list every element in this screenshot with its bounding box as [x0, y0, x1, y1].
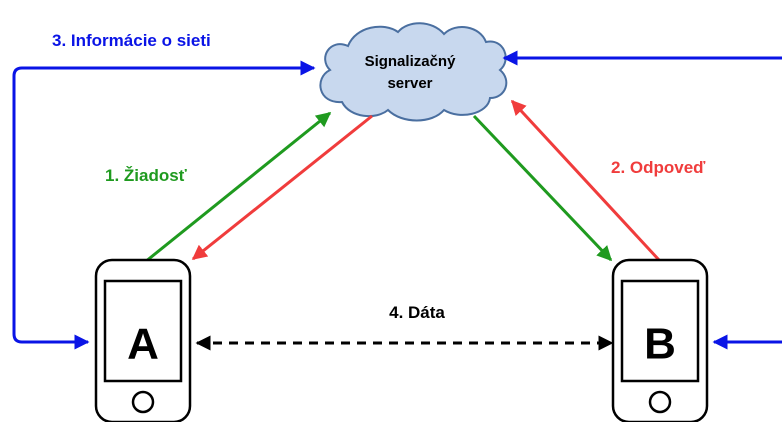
phone-b — [611, 258, 709, 422]
request-arrow-server-to-b — [472, 114, 613, 262]
response-arrow-b-to-server — [510, 99, 661, 262]
device-b-label: B — [644, 320, 676, 369]
network-info-arrow-left — [12, 66, 310, 350]
phone-b-home-button — [648, 390, 672, 414]
network-info-label: 3. Informácie o sieti — [52, 31, 211, 50]
server-label-line2: server — [387, 75, 432, 92]
server-label-line1: Signalizačný — [365, 53, 457, 70]
device-a-label: A — [127, 320, 159, 369]
request-arrow-a-to-server — [144, 111, 332, 264]
phone-a — [94, 258, 192, 422]
cloud-shape — [319, 22, 508, 122]
data-label: 4. Dáta — [389, 303, 445, 322]
response-arrow-server-to-a — [191, 114, 373, 261]
phone-a-home-button — [131, 390, 155, 414]
response-label: 2. Odpoveď — [611, 158, 706, 177]
request-label: 1. Žiadosť — [105, 166, 188, 185]
